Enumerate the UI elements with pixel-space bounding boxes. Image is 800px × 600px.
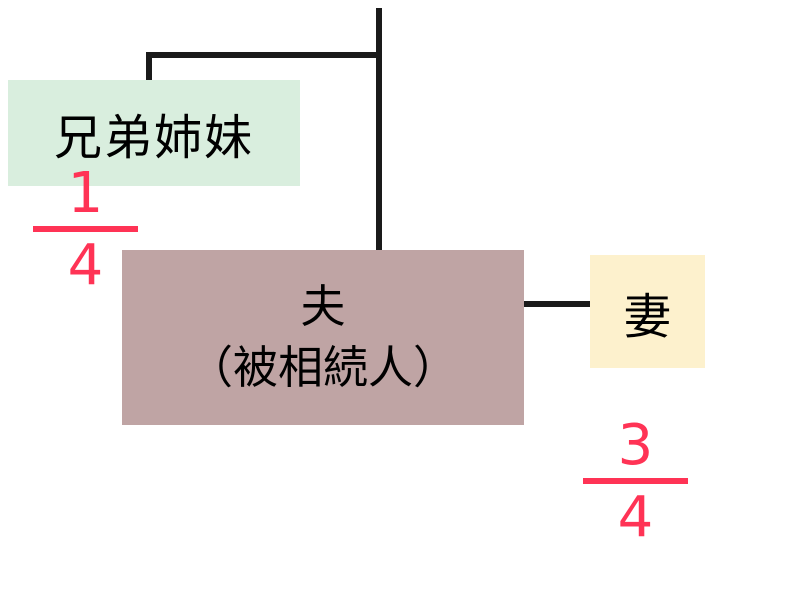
wife-share-numerator: 3 <box>617 413 654 478</box>
siblings-share-fraction-bar <box>33 226 138 232</box>
connector-sibling-drop-line <box>146 52 152 82</box>
wife-node: 妻 <box>590 255 705 368</box>
wife-share-fraction: 3 4 <box>583 418 688 546</box>
siblings-label: 兄弟姉妹 <box>53 110 254 166</box>
wife-label: 妻 <box>623 288 672 345</box>
connector-spouse-line <box>522 301 592 307</box>
connector-sibling-branch-line <box>146 52 382 58</box>
siblings-share-fraction: 1 4 <box>33 166 138 294</box>
husband-node: 夫 （被相続人） <box>122 250 524 425</box>
siblings-node: 兄弟姉妹 <box>8 80 300 186</box>
husband-label-line1: 夫 <box>300 279 346 333</box>
wife-share-denominator: 4 <box>617 485 654 550</box>
siblings-share-denominator: 4 <box>67 233 104 298</box>
wife-share-fraction-bar <box>583 478 688 484</box>
connector-top-vertical-line <box>376 8 382 252</box>
husband-label-line2: （被相続人） <box>187 340 458 394</box>
siblings-share-numerator: 1 <box>67 161 104 226</box>
